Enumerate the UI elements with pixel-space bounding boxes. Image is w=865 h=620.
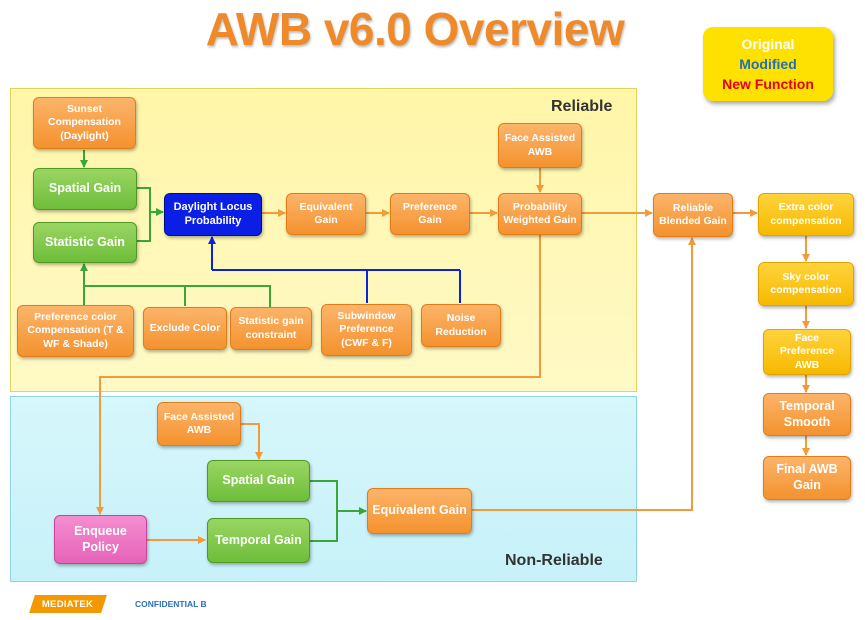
enqueue-policy-box: Enqueue Policy bbox=[54, 515, 147, 564]
statistic-gain-constraint-box: Statistic gain constraint bbox=[230, 307, 312, 350]
arrow-face-nr-to-spatial bbox=[241, 423, 263, 460]
daylight-locus-probability-box: Daylight Locus Probability bbox=[164, 193, 262, 236]
connector-spatial-nr-merge bbox=[310, 480, 338, 511]
reliable-region-label: Reliable bbox=[551, 98, 613, 115]
temporal-gain-box: Temporal Gain bbox=[207, 518, 310, 563]
noise-reduction-box: Noise Reduction bbox=[421, 304, 501, 347]
connector-spatial-merge bbox=[137, 187, 151, 212]
extra-color-compensation-box: Extra color compensation bbox=[758, 193, 854, 236]
confidentiality-label: CONFIDENTIAL B bbox=[135, 599, 207, 609]
non-reliable-region-label: Non-Reliable bbox=[505, 552, 603, 569]
equivalent-gain-nonreliable-box: Equivalent Gain bbox=[367, 488, 472, 534]
subwindow-preference-box: Subwindow Preference (CWF & F) bbox=[321, 304, 412, 356]
face-assisted-awb-nonreliable-box: Face Assisted AWB bbox=[157, 402, 241, 446]
connector-temporal-nr-merge bbox=[310, 511, 338, 542]
page-title: AWB v6.0 Overview bbox=[205, 3, 625, 55]
legend-modified: Modified bbox=[739, 56, 797, 72]
preference-color-compensation-box: Preference color Compensation (T & WF & … bbox=[17, 305, 134, 357]
face-preference-awb-box: Face Preference AWB bbox=[763, 329, 851, 375]
spatial-gain-nonreliable-box: Spatial Gain bbox=[207, 460, 310, 502]
sunset-compensation-box: Sunset Compensation (Daylight) bbox=[33, 97, 136, 149]
arrow-equivalent-nr-to-reliable-blended bbox=[472, 237, 696, 511]
legend-original: Original bbox=[741, 36, 795, 52]
arrow-probability-to-enqueue bbox=[96, 235, 541, 515]
equivalent-gain-box: Equivalent Gain bbox=[286, 193, 366, 235]
mediatek-logo-text: MEDIATEK bbox=[42, 598, 94, 610]
exclude-color-box: Exclude Color bbox=[143, 307, 227, 350]
legend: Original Modified New Function bbox=[703, 27, 833, 101]
reliable-blended-gain-box: Reliable Blended Gain bbox=[653, 193, 733, 237]
temporal-smooth-box: Temporal Smooth bbox=[763, 393, 851, 436]
legend-new-function: New Function bbox=[722, 76, 814, 92]
sky-color-compensation-box: Sky color compensation bbox=[758, 262, 854, 306]
connector-statistic-merge bbox=[137, 212, 151, 242]
spatial-gain-box: Spatial Gain bbox=[33, 168, 137, 210]
probability-weighted-gain-box: Probability Weighted Gain bbox=[498, 193, 582, 235]
statistic-gain-box: Statistic Gain bbox=[33, 222, 137, 263]
connector-bottom-green-bus bbox=[83, 285, 271, 307]
mediatek-logo: MEDIATEK bbox=[29, 595, 107, 613]
final-awb-gain-box: Final AWB Gain bbox=[763, 456, 851, 500]
face-assisted-awb-box: Face Assisted AWB bbox=[498, 123, 582, 168]
preference-gain-box: Preference Gain bbox=[390, 193, 470, 235]
